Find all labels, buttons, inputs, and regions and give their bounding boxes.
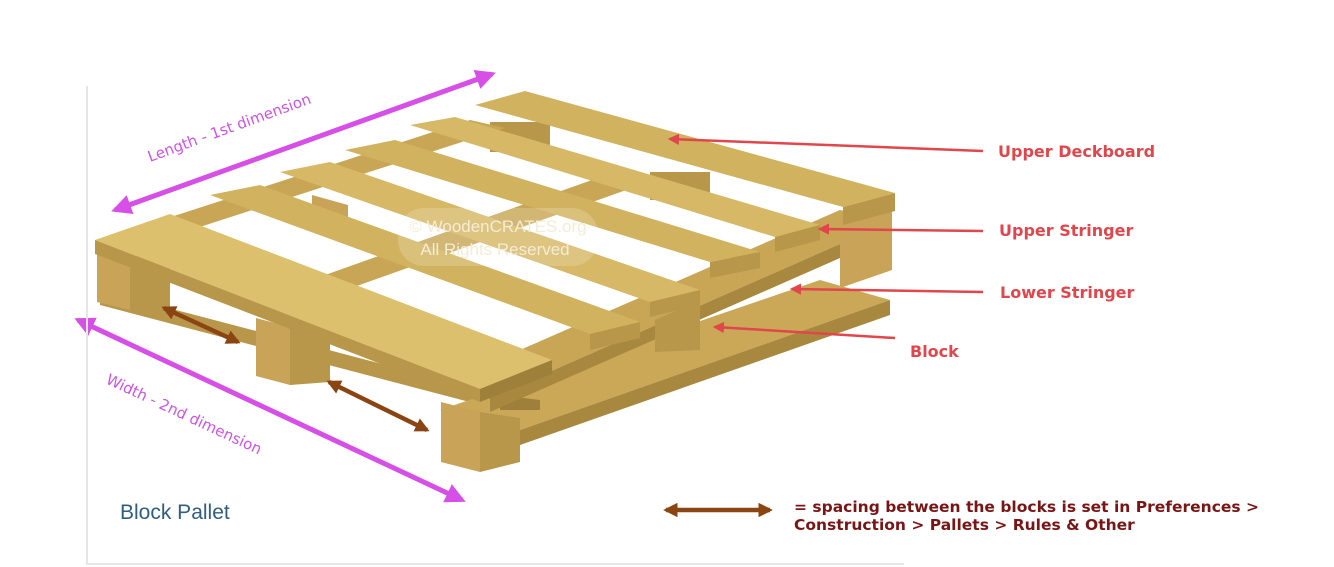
lower-stringer-pointer — [789, 283, 984, 295]
width-label: Width - 2nd dimension — [103, 370, 264, 458]
width-arrow — [74, 317, 466, 503]
block-rear-right — [840, 205, 892, 288]
bottom-board-right-edge — [520, 300, 890, 445]
block-pointer — [712, 321, 896, 340]
block-front-middle — [256, 318, 290, 385]
frame-border-left — [86, 86, 88, 564]
block-middle-right — [655, 300, 700, 352]
deckboard-2 — [410, 117, 820, 237]
length-arrow — [111, 70, 496, 214]
lower-stringer-label: Lower Stringer — [1000, 283, 1135, 302]
bottom-board-right — [440, 280, 890, 430]
deckboard-5 — [210, 185, 640, 334]
upper-stringer-pointer — [817, 223, 984, 235]
watermark-line2: All Rights Reserved — [420, 240, 569, 259]
block-front-right — [441, 402, 480, 472]
legend-line-1: = spacing between the blocks is set in P… — [794, 498, 1260, 516]
upper-deckboard-pointer — [667, 133, 984, 153]
diagram-caption: Block Pallet — [120, 501, 230, 524]
legend-line-2: Construction > Pallets > Rules & Other — [794, 516, 1135, 534]
upper-stringer-label: Upper Stringer — [999, 221, 1134, 240]
spacing-arrow-1 — [161, 305, 241, 345]
upper-deckboard-label: Upper Deckboard — [998, 142, 1156, 161]
spacing-legend: = spacing between the blocks is set in P… — [794, 498, 1259, 534]
block-label: Block — [910, 342, 959, 361]
watermark-badge — [398, 208, 598, 266]
length-label: Length - 1st dimension — [145, 90, 313, 166]
spacing-arrow-2 — [326, 379, 430, 433]
frame-border-bottom — [86, 563, 904, 565]
watermark-line1: © WoodenCRATES.org — [409, 217, 586, 236]
deckboard-1 — [475, 91, 895, 207]
